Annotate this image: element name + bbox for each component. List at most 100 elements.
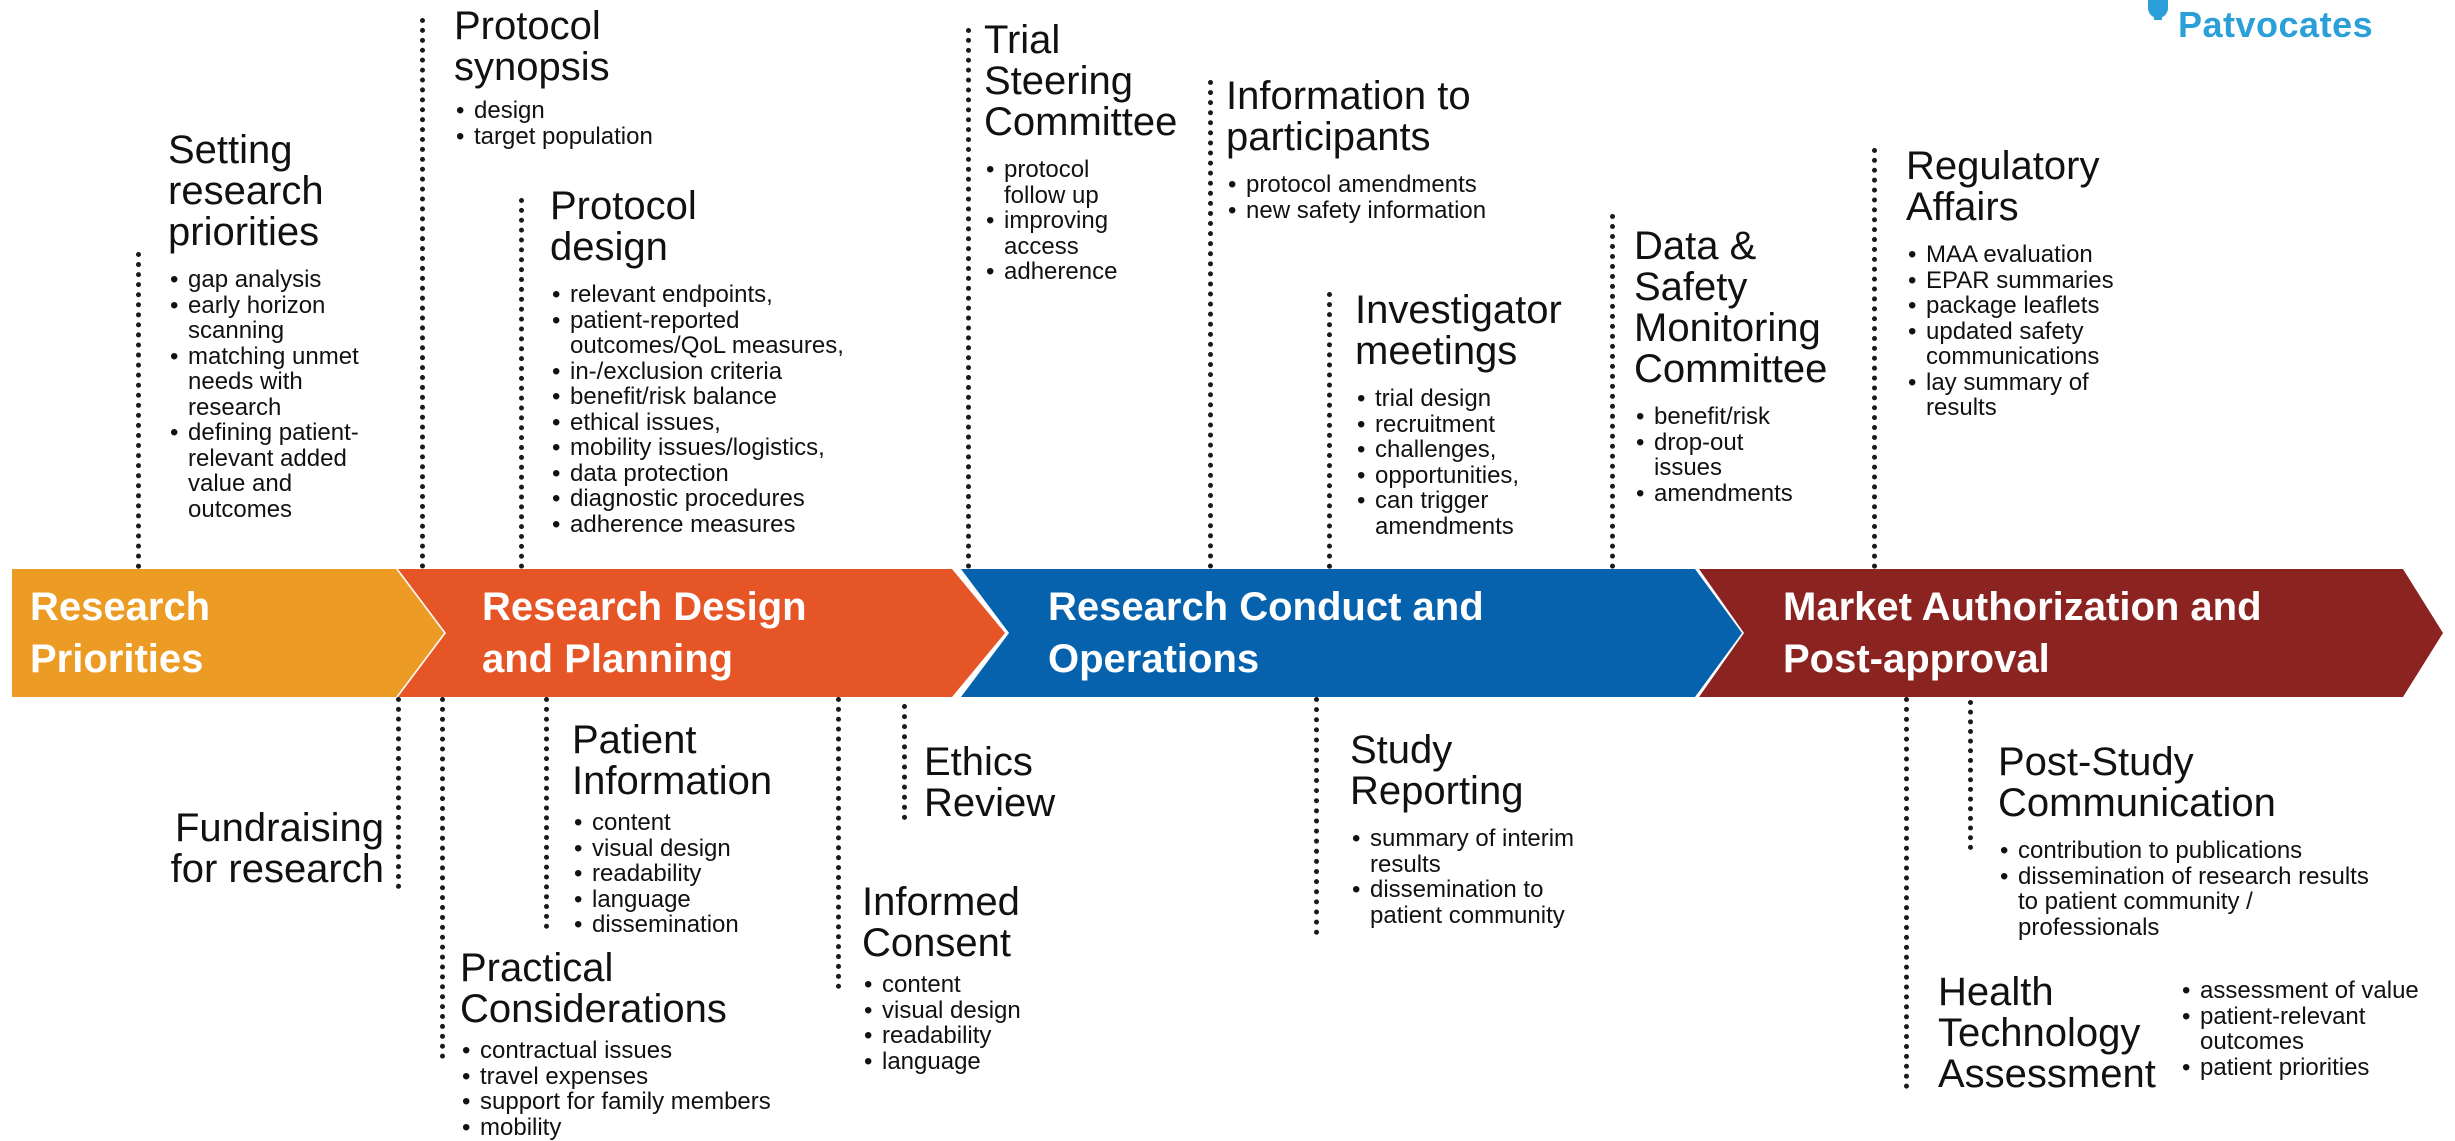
list-item: visual design	[862, 997, 1021, 1024]
block-title: Study Reporting	[1350, 728, 1524, 813]
bullet-list: protocol follow up improving access adhe…	[984, 157, 1177, 285]
block-title: Informed Consent	[862, 880, 1020, 965]
list-item: trial design	[1355, 386, 1562, 412]
health-technology-assessment-block: Health Technology Assessment	[1938, 972, 2156, 1095]
list-item: benefit/risk	[1634, 404, 1827, 430]
connector-line	[544, 697, 549, 929]
list-item: dissemination of research results to pat…	[1998, 863, 2369, 941]
block-title: Protocol design	[550, 184, 697, 269]
list-item: patient priorities	[2180, 1054, 2419, 1081]
ethics-review-block: Ethics Review	[924, 742, 1055, 824]
list-item: improving access	[984, 208, 1177, 259]
bullet-list: protocol amendments new safety informati…	[1226, 172, 1486, 223]
list-item: recruitment	[1355, 411, 1562, 438]
patvocates-logo-icon	[2148, 0, 2168, 20]
connector-line	[440, 697, 445, 1059]
data-safety-monitoring-committee-block: Data & Safety Monitoring Committee benef…	[1634, 226, 1827, 506]
list-item: contribution to publications	[1998, 838, 2369, 864]
bullet-list: gap analysis early horizon scanning matc…	[168, 267, 359, 522]
block-title: Patient Information	[572, 718, 773, 803]
list-item: summary of interim results	[1350, 826, 1574, 877]
list-item: defining patient- relevant added value a…	[168, 420, 359, 522]
trial-steering-committee-block: Trial Steering Committee protocol follow…	[984, 20, 1177, 285]
connector-line	[136, 252, 141, 569]
list-item: early horizon scanning	[168, 292, 359, 344]
practical-considerations-block: Practical Considerations contractual iss…	[460, 948, 771, 1140]
block-title: Protocol synopsis	[454, 4, 610, 89]
patvocates-logo: Patvocates	[2178, 4, 2374, 45]
phase-label: Research Priorities	[30, 585, 211, 681]
phase-label: Market Authorization and Post-approval	[1783, 585, 2262, 681]
list-item: dissemination to patient community	[1350, 877, 1574, 928]
post-study-communication-block: Post-Study Communication contribution to…	[1998, 742, 2369, 940]
connector-line	[519, 198, 524, 569]
phase-arrow-design-planning	[398, 569, 1005, 697]
block-title: Data & Safety Monitoring Committee	[1634, 224, 1828, 391]
block-title: Setting research priorities	[168, 128, 324, 254]
list-item: support for family members	[460, 1089, 771, 1115]
phase-arrow-market-authorization	[1699, 569, 2443, 697]
phase-research-priorities: Research Priorities	[30, 569, 210, 697]
connector-line	[1610, 214, 1615, 569]
list-item: EPAR summaries	[1906, 267, 2114, 294]
list-item: gap analysis	[168, 267, 359, 293]
list-item: amendments	[1634, 480, 1827, 507]
list-item: data protection	[550, 460, 844, 487]
health-technology-assessment-list: assessment of value patient-relevant out…	[2180, 966, 2419, 1080]
list-item: content	[572, 810, 772, 836]
bullet-list: content visual design readability langua…	[862, 972, 1021, 1074]
bullet-list: summary of interim results dissemination…	[1350, 826, 1574, 928]
list-item: visual design	[572, 835, 772, 862]
bullet-list: relevant endpoints, patient-reported out…	[550, 282, 844, 537]
connector-line	[1904, 697, 1909, 1089]
list-item: content	[862, 972, 1021, 998]
information-to-participants-block: Information to participants protocol ame…	[1226, 76, 1486, 223]
list-item: lay summary of results	[1906, 369, 2114, 421]
list-item: target population	[454, 123, 653, 150]
list-item: patient-reported outcomes/QoL measures,	[550, 307, 844, 359]
protocol-design-block: Protocol design relevant endpoints, pati…	[550, 186, 844, 537]
list-item: design	[454, 98, 653, 124]
list-item: opportunities,	[1355, 462, 1562, 489]
connector-line	[902, 704, 907, 820]
list-item: benefit/risk balance	[550, 384, 844, 410]
list-item: matching unmet needs with research	[168, 343, 359, 421]
list-item: adherence	[984, 259, 1177, 285]
list-item: readability	[862, 1023, 1021, 1049]
connector-line	[1872, 148, 1877, 569]
list-item: package leaflets	[1906, 293, 2114, 319]
bullet-list: content visual design readability langua…	[572, 810, 772, 938]
connector-line	[836, 697, 841, 989]
investigator-meetings-block: Investigator meetings trial design recru…	[1355, 290, 1562, 539]
block-title: Post-Study Communication	[1998, 740, 2276, 825]
list-item: ethical issues,	[550, 409, 844, 436]
list-item: diagnostic procedures	[550, 486, 844, 512]
fundraising-block: Fundraising for research	[156, 808, 384, 890]
block-title: Regulatory Affairs	[1906, 144, 2100, 229]
list-item: MAA evaluation	[1906, 242, 2114, 268]
list-item: adherence measures	[550, 511, 844, 538]
list-item: language	[572, 886, 772, 913]
phase-conduct-operations: Research Conduct and Operations	[1048, 569, 1484, 697]
connector-line	[1314, 697, 1319, 935]
patient-information-block: Patient Information content visual desig…	[572, 720, 772, 938]
phase-label: Research Design and Planning	[482, 585, 807, 681]
protocol-synopsis-block: Protocol synopsis design target populati…	[454, 6, 653, 149]
list-item: travel expenses	[460, 1063, 771, 1090]
regulatory-affairs-block: Regulatory Affairs MAA evaluation EPAR s…	[1906, 146, 2114, 421]
bullet-list: contractual issues travel expenses suppo…	[460, 1038, 771, 1140]
phase-market-authorization: Market Authorization and Post-approval	[1783, 569, 2262, 697]
list-item: patient-relevant outcomes	[2180, 1003, 2419, 1055]
connector-line	[1327, 292, 1332, 569]
connector-line	[396, 697, 401, 889]
bullet-list: assessment of value patient-relevant out…	[2180, 978, 2419, 1080]
block-title: Ethics Review	[924, 740, 1056, 825]
block-title: Investigator meetings	[1355, 288, 1562, 373]
block-title: Fundraising for research	[170, 806, 384, 891]
block-title: Information to participants	[1226, 74, 1471, 159]
block-title: Trial Steering Committee	[984, 18, 1178, 144]
phase-arrow-conduct-operations	[961, 569, 1742, 697]
connector-line	[966, 28, 971, 569]
block-title: Health Technology Assessment	[1938, 970, 2156, 1096]
list-item: protocol amendments	[1226, 172, 1486, 198]
